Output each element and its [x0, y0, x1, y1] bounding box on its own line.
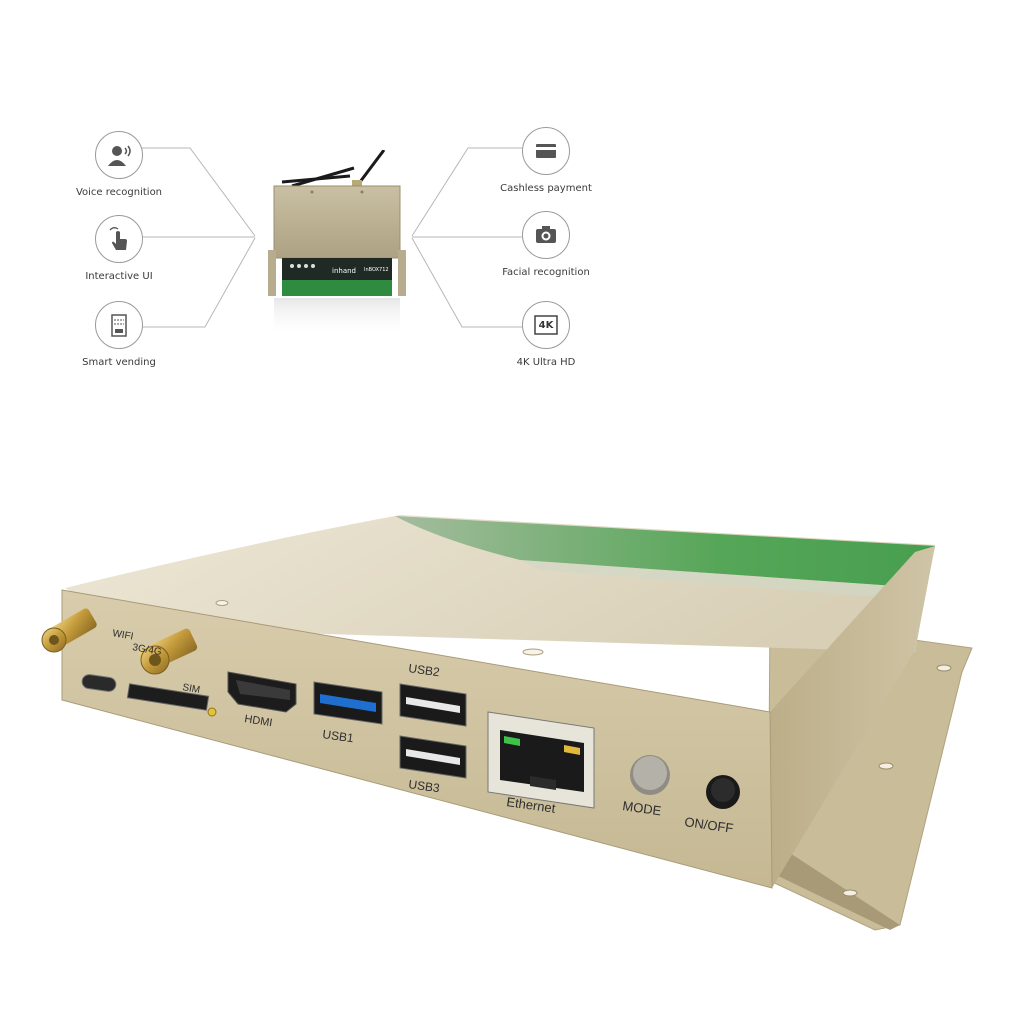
ethernet-label: Ethernet	[506, 794, 557, 816]
touch-hand-icon	[95, 215, 143, 263]
ethernet-port	[487, 711, 595, 809]
vending-machine-icon	[95, 301, 143, 349]
feature-smart-vending: Smart vending	[29, 301, 209, 368]
onoff-label: ON/OFF	[684, 814, 735, 836]
credit-card-icon	[522, 127, 570, 175]
usb1-port	[313, 681, 383, 725]
feature-voice-recognition: Voice recognition	[29, 131, 209, 198]
mode-label: MODE	[622, 798, 663, 818]
feature-facial-recognition: Facial recognition	[456, 211, 636, 278]
mode-button[interactable]	[630, 755, 670, 795]
feature-label: 4K Ultra HD	[516, 357, 576, 368]
wifi-antenna-connector	[41, 608, 97, 653]
card-slot	[126, 683, 210, 711]
usb3-port	[399, 735, 467, 779]
feature-interactive-ui: Interactive UI	[29, 215, 209, 282]
cellular-antenna-connector	[138, 628, 198, 675]
svg-text:inhand: inhand	[332, 267, 356, 275]
usb3-label: USB3	[408, 777, 441, 795]
usb2-port	[399, 683, 467, 727]
svg-text:WIFI: WIFI	[111, 628, 134, 642]
feature-cashless-payment: Cashless payment	[456, 127, 636, 194]
feature-label: Voice recognition	[75, 187, 163, 198]
feature-label: Interactive UI	[85, 271, 153, 282]
status-led	[207, 707, 217, 717]
usb2-label: USB2	[408, 661, 441, 679]
product-thumbnail: inhand InBOX712	[268, 150, 406, 338]
hdmi-label: HDMI	[244, 713, 274, 729]
feature-4k-ultra-hd: 4K 4K Ultra HD	[456, 301, 636, 368]
svg-text:InBOX712: InBOX712	[364, 267, 389, 273]
feature-label: Smart vending	[82, 357, 156, 368]
feature-label: Facial recognition	[502, 267, 590, 278]
voice-recognition-icon	[95, 131, 143, 179]
svg-text:3G/4G: 3G/4G	[131, 642, 162, 658]
connector-lines	[142, 147, 522, 328]
antenna-icon	[281, 150, 386, 188]
usb-c-port	[81, 674, 117, 692]
usb1-label: USB1	[322, 727, 355, 745]
power-button[interactable]	[706, 775, 740, 809]
4k-badge-icon: 4K	[522, 301, 570, 349]
feature-label: Cashless payment	[500, 183, 592, 194]
camera-face-icon	[522, 211, 570, 259]
svg-text:4K: 4K	[539, 320, 555, 331]
hdmi-port	[227, 671, 297, 713]
